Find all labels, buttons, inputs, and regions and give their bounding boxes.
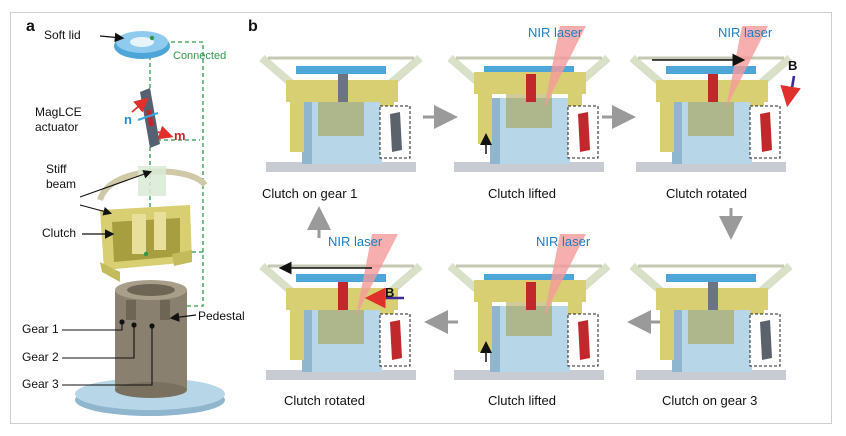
clutch-leg-left [660,310,674,360]
label-stiff-line2: beam [46,177,77,191]
step-caption-1: Clutch on gear 1 [262,186,358,201]
inset-actuator [390,112,402,152]
pedestal-shade [490,98,500,164]
label-connected: Connected [173,50,227,62]
label-clutch: Clutch [42,226,77,240]
actuator-strip [338,74,348,102]
step-caption-3: Clutch rotated [666,186,747,201]
maglce-actuator-part [131,88,174,148]
base-plate [636,370,786,380]
label-gear-1: Gear 1 [22,322,59,336]
nir-laser-beam [726,26,768,108]
assembly-step-5 [447,234,611,380]
step-caption-5: Clutch lifted [488,393,556,408]
soft-lid [666,274,756,282]
actuator-strip [526,282,536,310]
soft-lid [484,274,574,282]
exploded-view [62,31,225,416]
field-label-b-step6: B [385,285,395,300]
label-n-vector: n [124,112,132,127]
assembly-step-2 [447,26,611,172]
inset-actuator [760,320,772,360]
pedestal-shade [490,306,500,372]
base-plate [266,370,416,380]
step-caption-2: Clutch lifted [488,186,556,201]
pedestal-part [75,280,225,416]
panel-label-b: b [248,18,258,35]
nir-laser-label-2: NIR laser [528,25,583,40]
clutch-leg-left [290,102,304,152]
actuator-strip [338,282,348,310]
nir-laser-label-6: NIR laser [328,234,383,249]
assembly-step-1 [259,54,423,172]
clutch-inner [318,102,364,136]
clutch-leg-left [660,102,674,152]
label-gear-3: Gear 3 [22,377,59,391]
actuator-strip [526,74,536,102]
step-caption-4: Clutch on gear 3 [662,393,758,408]
clutch-inner [688,102,734,136]
field-label-b-step3: B [788,58,798,73]
inset-actuator [578,112,590,152]
soft-lid [296,66,386,74]
panel-label-a: a [26,18,35,35]
label-gear-2: Gear 2 [22,350,59,364]
step-caption-6: Clutch rotated [284,393,365,408]
clutch-leg-left [290,310,304,360]
clutch-inner [318,310,364,344]
inset-actuator [760,112,772,152]
soft-lid [484,66,574,74]
clutch-leg-left [478,302,492,352]
clutch-inner [688,310,734,344]
pedestal-shade [672,306,682,372]
field-arrow-head [780,84,801,108]
clutch-leg-left [478,94,492,144]
actuator-strip [708,74,718,102]
field-arrow-tail [788,75,796,101]
nir-laser-beam [544,26,586,108]
base-plate [454,162,604,172]
label-pedestal: Pedestal [198,309,245,323]
label-m-vector: m [174,128,186,143]
label-stiff-line1: Stiff [46,162,67,176]
clutch-part [100,205,192,282]
label-soft-lid: Soft lid [44,28,81,42]
assembly-step-3 [629,26,801,172]
base-plate [636,162,786,172]
nir-laser-beam [544,234,586,316]
soft-lid-part [114,31,170,59]
stiff-beam-part [97,166,208,202]
pedestal-shade [302,98,312,164]
nir-laser-label-3: NIR laser [718,25,773,40]
pedestal-shade [302,306,312,372]
actuator-strip [708,282,718,310]
nir-laser-label-5: NIR laser [536,234,591,249]
base-plate [266,162,416,172]
pedestal-shade [672,98,682,164]
soft-lid [666,66,756,74]
assembly-step-4 [629,262,793,380]
soft-lid [296,274,386,282]
sequence-view [259,26,801,380]
base-plate [454,370,604,380]
label-actuator-line2: actuator [35,120,79,134]
inset-actuator [578,320,590,360]
assembly-step-6 [259,234,423,380]
inset-actuator [390,320,402,360]
label-actuator-line1: MagLCE [35,105,82,119]
